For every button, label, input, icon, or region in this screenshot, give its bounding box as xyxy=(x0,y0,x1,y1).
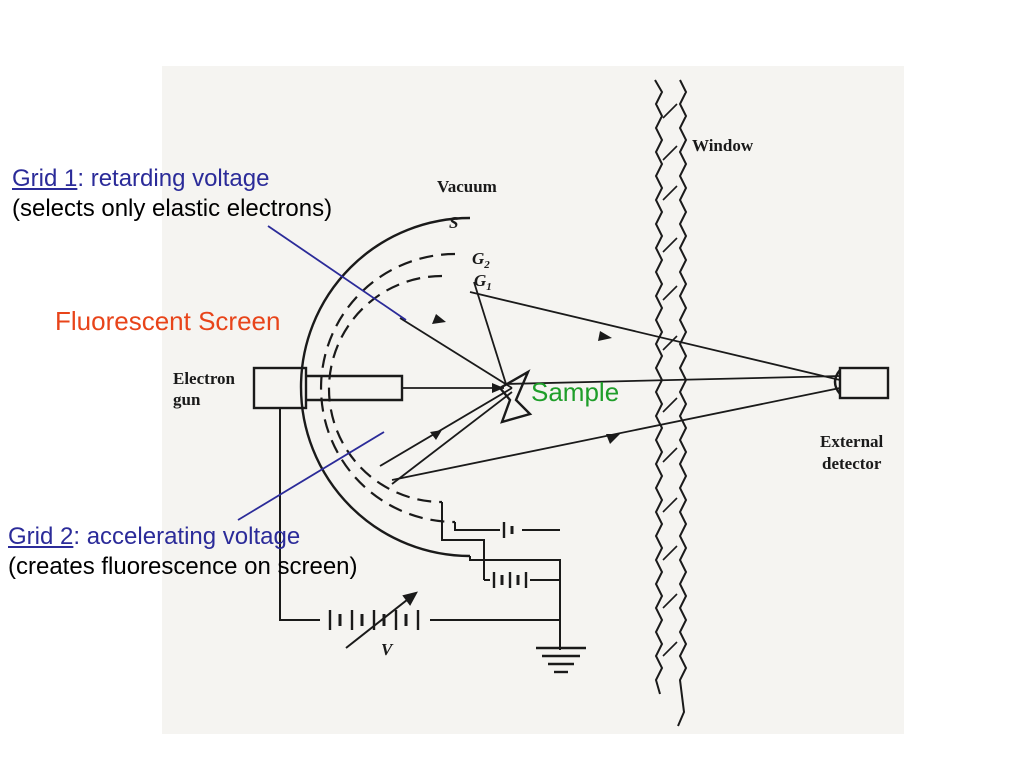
grid1-desc: : retarding voltage xyxy=(77,165,270,192)
grid2-desc: : accelerating voltage xyxy=(73,523,301,550)
g2-subscript: 2 xyxy=(483,259,490,271)
grid2-title-line: Grid 2: accelerating voltage xyxy=(8,522,358,552)
g1-letter: G xyxy=(474,271,487,290)
vacuum-label: Vacuum xyxy=(437,177,497,196)
grid2-callout: Grid 2: accelerating voltage (creates fl… xyxy=(8,522,358,582)
voltage-v-label: V xyxy=(381,640,394,659)
grid-g2-label: G2 xyxy=(472,249,490,271)
grid1-sub: (selects only elastic electrons) xyxy=(12,195,333,222)
external-detector xyxy=(833,366,890,400)
sample-crystal xyxy=(498,369,533,424)
screen-s-label: S xyxy=(449,213,458,232)
detector-label: detector xyxy=(822,454,882,473)
grid1-title-line: Grid 1: retarding voltage xyxy=(12,164,332,194)
variable-voltage-arrow xyxy=(345,591,418,649)
ray-arrows xyxy=(430,314,620,444)
fluorescent-screen-arc xyxy=(299,216,471,558)
window-label: Window xyxy=(692,136,754,155)
callout-leaders xyxy=(237,225,407,521)
sample-label: Sample xyxy=(531,377,620,407)
grid1-callout: Grid 1: retarding voltage (selects only … xyxy=(12,164,332,224)
grid1-term: Grid 1 xyxy=(12,165,78,192)
gun-label: gun xyxy=(173,390,201,409)
external-label: External xyxy=(820,432,884,451)
grid2-sub: (creates fluorescence on screen) xyxy=(8,553,358,580)
g1-subscript: 1 xyxy=(486,281,492,293)
grid-g2-arc xyxy=(319,252,456,524)
electron-label: Electron xyxy=(173,369,236,388)
grid-g1-label: G1 xyxy=(474,271,492,293)
bias-circuit xyxy=(279,408,561,650)
ground-symbol xyxy=(536,646,586,674)
grid-g1-arc xyxy=(327,274,443,504)
grid2-term: Grid 2 xyxy=(8,523,74,550)
fluorescent-screen-label: Fluorescent Screen xyxy=(55,306,281,336)
g2-letter: G xyxy=(472,249,485,268)
battery-cells xyxy=(328,522,528,630)
window-slab xyxy=(654,79,688,727)
